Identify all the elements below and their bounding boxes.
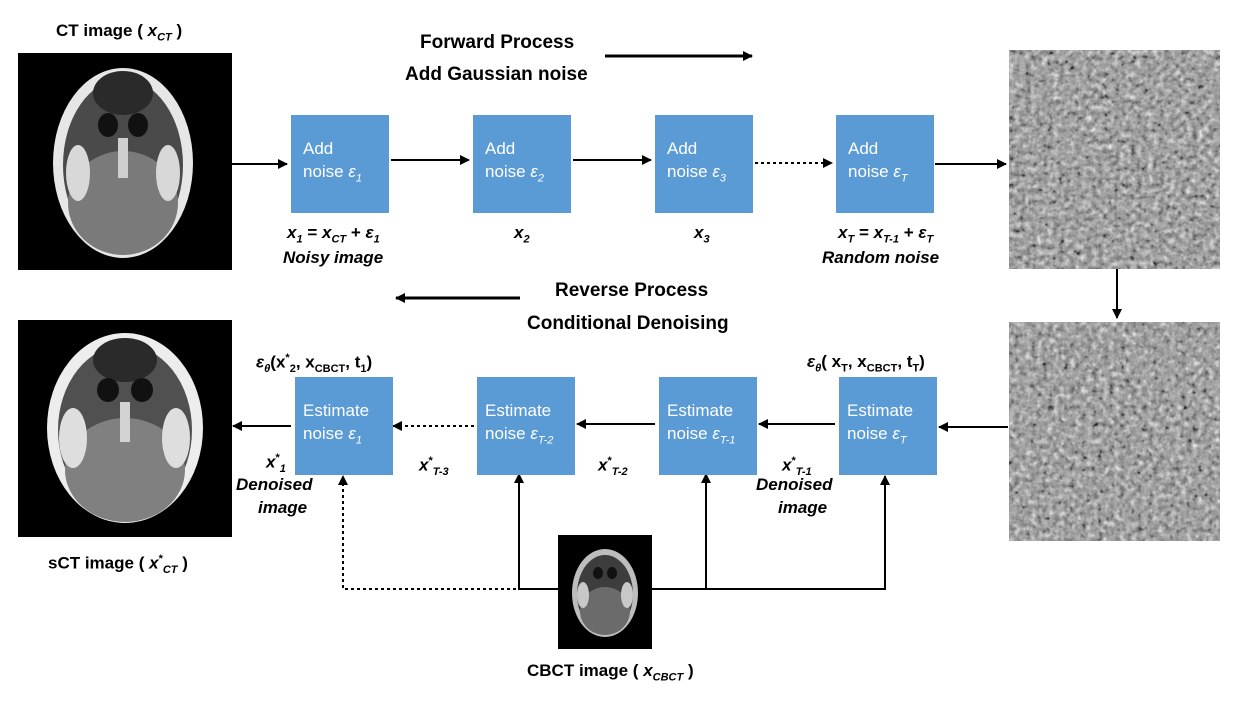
estimate-noise-box-T-1: Estimate noise εT-1 xyxy=(659,377,757,475)
random-noise-image-bottom xyxy=(1009,322,1220,541)
random-noise-label: Random noise xyxy=(822,248,940,267)
x-star-1-label: x*1 xyxy=(266,452,286,476)
add-noise-box-3: Add noise ε3 xyxy=(655,115,753,213)
cbct-line-to-estT xyxy=(652,475,890,590)
x-star-T-1-label: x*T-1 xyxy=(782,455,812,479)
estimate-noise-box-T-2: Estimate noise εT-2 xyxy=(477,377,575,475)
x-star-T-3-label: x*T-3 xyxy=(419,455,449,479)
add-noise-box-2: Add noise ε2 xyxy=(473,115,571,213)
sct-image-label: sCT image ( x*CT ) xyxy=(48,553,188,577)
denoised-right-label-line2: image xyxy=(778,498,828,517)
ct-image-label: CT image ( xCT ) xyxy=(56,21,183,44)
x-star-T-2-label: x*T-2 xyxy=(598,455,628,479)
ct-scan-image xyxy=(18,53,232,270)
cbct-line-to-estT2 xyxy=(514,473,558,590)
cbct-scan-image xyxy=(558,535,652,649)
x1-equation: x1 = xCT + ε1 xyxy=(287,223,380,246)
sct-scan-image xyxy=(18,320,232,537)
eps-theta-left-label: εθ(x*2, xCBCT, t1) xyxy=(256,352,373,376)
random-noise-image-top xyxy=(1009,50,1220,269)
xT-equation: xT = xT-1 + εT xyxy=(838,223,934,246)
x3-label: x3 xyxy=(694,223,710,246)
reverse-process-title: Reverse Process xyxy=(555,280,709,301)
denoised-left-label-line2: image xyxy=(258,498,308,517)
x2-label: x2 xyxy=(514,223,530,246)
cbct-image-label: CBCT image ( xCBCT ) xyxy=(527,661,694,684)
forward-process-subtitle: Add Gaussian noise xyxy=(405,64,588,85)
denoised-left-label-line1: Denoised xyxy=(236,475,313,494)
reverse-process-subtitle: Conditional Denoising xyxy=(527,313,729,334)
eps-theta-right-label: εθ( xT, xCBCT, tT) xyxy=(807,352,925,375)
estimate-noise-box-1: Estimate noise ε1 xyxy=(295,377,393,475)
add-noise-box-T: Add noise εT xyxy=(836,115,934,213)
add-noise-box-1: Add noise ε1 xyxy=(291,115,389,213)
noisy-image-label: Noisy image xyxy=(283,248,384,267)
denoised-right-label-line1: Denoised xyxy=(756,475,833,494)
estimate-noise-box-T: Estimate noise εT xyxy=(839,377,937,475)
forward-process-title: Forward Process xyxy=(420,32,575,53)
cbct-line-to-est1 xyxy=(338,475,558,590)
